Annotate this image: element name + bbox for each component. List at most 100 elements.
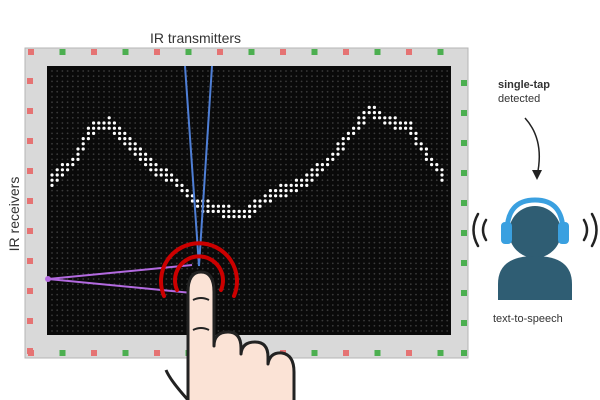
pixel — [253, 246, 256, 249]
pixel — [149, 122, 152, 124]
pixel — [342, 80, 345, 83]
pixel — [311, 132, 313, 135]
pixel — [71, 298, 74, 301]
pixel-lit — [118, 131, 122, 135]
pixel — [290, 179, 293, 182]
transmitter-led — [461, 200, 467, 206]
pixel — [295, 304, 298, 306]
pixel — [160, 205, 163, 208]
pixel — [435, 257, 438, 260]
pixel — [139, 293, 142, 296]
pixel — [352, 288, 355, 291]
pixel — [300, 314, 303, 317]
pixel — [389, 168, 391, 171]
pixel — [430, 283, 433, 286]
pixel — [331, 137, 334, 140]
pixel — [71, 215, 74, 218]
pixel-lit — [222, 209, 226, 213]
pixel — [311, 283, 313, 286]
pixel — [108, 80, 111, 83]
pixel — [103, 267, 105, 270]
pixel — [97, 210, 100, 213]
pixel — [123, 309, 126, 312]
pixel — [274, 137, 277, 140]
pixel — [134, 205, 137, 208]
pixel — [311, 220, 313, 223]
pixel — [435, 70, 438, 72]
pixel — [305, 116, 308, 119]
pixel — [212, 148, 215, 150]
pixel — [368, 132, 371, 135]
pixel-lit — [435, 163, 439, 167]
pixel — [446, 163, 449, 166]
pixel — [217, 278, 220, 280]
pixel — [274, 96, 277, 98]
pixel — [285, 70, 287, 72]
pixel — [149, 200, 152, 202]
pixel — [149, 96, 152, 98]
pixel — [233, 194, 235, 197]
pixel — [326, 293, 329, 296]
pixel — [51, 90, 53, 93]
transmitter-led — [374, 350, 381, 356]
pixel — [264, 111, 267, 114]
pixel — [383, 231, 386, 234]
pixel-lit — [404, 126, 408, 130]
pixel — [331, 116, 334, 119]
pixel — [259, 304, 261, 306]
pixel — [160, 137, 163, 140]
pixel — [207, 262, 209, 265]
pixel — [279, 85, 282, 88]
pixel — [368, 304, 371, 306]
pixel — [300, 96, 303, 98]
pixel — [430, 148, 433, 150]
pixel — [71, 75, 74, 78]
pixel — [155, 330, 157, 332]
pixel — [134, 319, 137, 322]
pixel — [118, 262, 121, 265]
pixel — [394, 132, 397, 135]
pixel — [430, 272, 433, 275]
pixel — [347, 241, 350, 244]
pixel — [378, 226, 381, 228]
pixel — [342, 319, 345, 322]
pixel — [77, 70, 79, 72]
pixel — [430, 220, 433, 223]
pixel — [259, 122, 261, 124]
pixel — [118, 267, 121, 270]
pixel — [170, 101, 173, 104]
pixel — [435, 194, 438, 197]
pixel — [363, 96, 365, 98]
pixel — [399, 324, 402, 327]
pixel — [129, 80, 131, 83]
pixel-lit — [237, 209, 241, 213]
pixel — [191, 220, 194, 223]
pixel — [425, 80, 428, 83]
pixel — [285, 80, 287, 83]
pixel — [227, 158, 230, 161]
pixel-lit — [331, 152, 335, 156]
pixel — [342, 220, 345, 223]
pixel — [331, 330, 334, 332]
pixel — [227, 80, 230, 83]
pixel — [404, 116, 407, 119]
pixel — [77, 200, 79, 202]
pixel — [290, 215, 293, 218]
pixel — [347, 142, 350, 145]
pixel — [248, 137, 251, 140]
pixel — [415, 314, 417, 317]
pixel — [321, 116, 324, 119]
pixel — [123, 226, 126, 228]
pixel — [61, 132, 64, 135]
pixel — [259, 283, 261, 286]
pixel — [347, 262, 350, 265]
pixel — [435, 200, 438, 202]
pixel — [129, 200, 131, 202]
pixel — [212, 111, 215, 114]
pixel — [321, 122, 324, 124]
pixel — [66, 189, 69, 192]
pixel — [175, 236, 178, 239]
pixel — [264, 236, 267, 239]
pixel — [160, 106, 163, 109]
pixel — [82, 210, 85, 213]
